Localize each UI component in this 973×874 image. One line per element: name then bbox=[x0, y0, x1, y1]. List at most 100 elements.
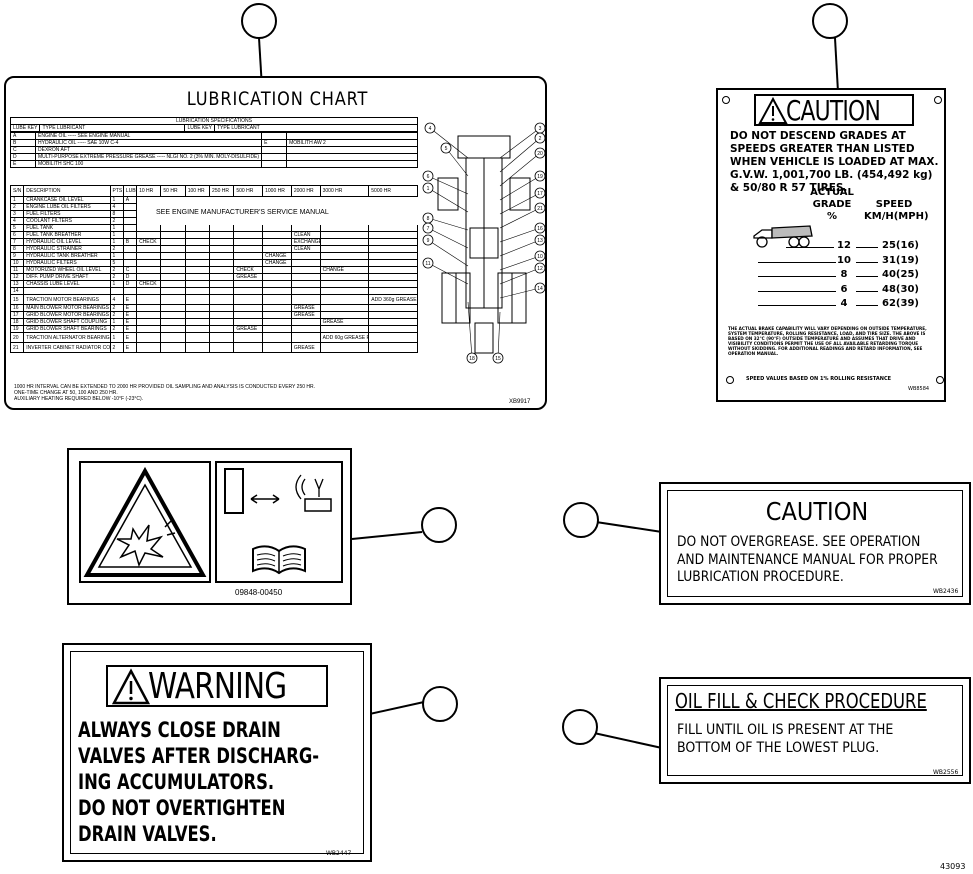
schedule-cell bbox=[262, 273, 292, 281]
spec-cell bbox=[286, 153, 418, 161]
schedule-cell bbox=[262, 294, 292, 305]
schedule-cell bbox=[122, 245, 138, 253]
schedule-cell bbox=[290, 287, 321, 295]
schedule-cell bbox=[136, 332, 162, 343]
schedule-cell: CRANKCASE OIL LEVEL bbox=[23, 196, 111, 204]
spec-cell bbox=[261, 146, 288, 154]
schedule-cell bbox=[136, 311, 162, 319]
schedule-cell: 5 bbox=[109, 259, 124, 267]
schedule-cell: 19 bbox=[9, 325, 25, 333]
schedule-cell bbox=[209, 259, 235, 267]
diagram-callout-label: 15 bbox=[495, 356, 501, 362]
schedule-cell bbox=[209, 318, 235, 326]
schedule-cell bbox=[160, 259, 186, 267]
diagram-leader bbox=[499, 255, 541, 271]
diagram-leader bbox=[499, 207, 541, 229]
diagram-callout-label: 4 bbox=[429, 126, 432, 132]
body-line: DO NOT OVERGREASE. SEE OPERATION bbox=[677, 534, 921, 550]
speed-value: 62(39) bbox=[882, 298, 919, 309]
spec-cell: A bbox=[10, 132, 36, 140]
speed-value: 48(30) bbox=[882, 283, 919, 295]
diagram-leader bbox=[499, 152, 541, 187]
schedule-cell: E bbox=[122, 332, 138, 343]
schedule-cell: 2 bbox=[109, 342, 124, 353]
schedule-cell: 14 bbox=[9, 287, 25, 295]
schedule-cell: E bbox=[122, 311, 138, 319]
callout-caution-grease bbox=[563, 502, 599, 538]
diagram-callout-label: 7 bbox=[427, 226, 430, 232]
schedule-cell bbox=[233, 342, 264, 353]
schedule-cell: CHECK bbox=[136, 238, 162, 246]
diagram-callout bbox=[440, 142, 452, 154]
schedule-cell bbox=[290, 217, 321, 225]
schedule-cell bbox=[290, 259, 321, 267]
diagram-leader bbox=[427, 262, 469, 285]
schedule-cell: 2 bbox=[109, 325, 124, 333]
schedule-cell: 16 bbox=[9, 304, 25, 312]
lubrication-chart-decal: LUBRICATION CHART LUBRICATION SPECIFICAT… bbox=[4, 76, 547, 410]
inner-border bbox=[667, 685, 963, 776]
schedule-cell bbox=[209, 311, 235, 319]
schedule-header: 100 HR bbox=[184, 185, 211, 197]
diagram-leader bbox=[427, 217, 469, 231]
schedule-cell bbox=[368, 224, 418, 232]
schedule-cell bbox=[319, 311, 370, 319]
schedule-cell: MAIN BLOWER MOTOR BEARINGS bbox=[23, 304, 111, 312]
schedule-cell: INVERTER CABINET RADIATOR COOLING PUMP bbox=[23, 342, 111, 353]
schedule-header: 50 HR bbox=[160, 185, 186, 197]
schedule-cell bbox=[319, 252, 370, 260]
schedule-cell bbox=[184, 259, 211, 267]
spec-header: TYPE LUBRICANT bbox=[39, 124, 186, 132]
diagram-leader bbox=[499, 267, 541, 285]
schedule-cell: 8 bbox=[9, 245, 25, 253]
schedule-cell bbox=[122, 217, 138, 225]
schedule-cell bbox=[319, 259, 370, 267]
schedule-header: PTS bbox=[109, 185, 124, 197]
caution-grease-body: DO NOT OVERGREASE. SEE OPERATION AND MAI… bbox=[677, 534, 967, 587]
schedule-cell bbox=[136, 342, 162, 353]
schedule-cell bbox=[160, 294, 186, 305]
schedule-cell: ADD 60g GREASE PER BEARING bbox=[319, 332, 370, 343]
diagram-callout-label: 21 bbox=[537, 206, 543, 212]
schedule-cell bbox=[23, 287, 111, 295]
warning-triangle-small-icon bbox=[111, 668, 151, 705]
schedule-cell: D bbox=[122, 273, 138, 281]
schedule-cell: CHANGE bbox=[262, 259, 292, 267]
oil-fill-decal: OIL FILL & CHECK PROCEDURE FILL UNTIL OI… bbox=[659, 677, 971, 784]
grade-value: 10 bbox=[837, 254, 851, 266]
diagram-callout bbox=[422, 182, 434, 194]
warning-drain-part-no: WB2447 bbox=[326, 850, 352, 857]
spec-cell bbox=[286, 146, 418, 154]
schedule-cell bbox=[160, 217, 186, 225]
warning-title: WARNING bbox=[148, 666, 287, 707]
diagram-callout bbox=[534, 250, 546, 262]
schedule-cell bbox=[160, 318, 186, 326]
schedule-cell: 9 bbox=[9, 252, 25, 260]
callout-oil-fill bbox=[562, 709, 598, 745]
schedule-cell bbox=[233, 238, 264, 246]
diagram-callout-label: 12 bbox=[537, 266, 543, 272]
haul-truck-icon bbox=[753, 225, 813, 248]
schedule-cell bbox=[262, 224, 292, 232]
diagram-callout-label: 13 bbox=[537, 238, 543, 244]
diagram-callout bbox=[466, 352, 478, 364]
schedule-cell bbox=[160, 342, 186, 353]
schedule-cell bbox=[184, 252, 211, 260]
schedule-cell bbox=[262, 287, 292, 295]
spec-cell: MOBILITH SHC 100 bbox=[34, 160, 263, 168]
schedule-cell: GREASE bbox=[290, 342, 321, 353]
schedule-cell: 2 bbox=[109, 266, 124, 274]
schedule-cell: 7 bbox=[9, 238, 25, 246]
schedule-cell bbox=[209, 325, 235, 333]
spec-cell: MOBILITH AW 2 bbox=[286, 139, 418, 147]
spec-header: LUBE KEY bbox=[9, 124, 41, 132]
schedule-cell bbox=[319, 196, 370, 204]
body-line: LUBRICATION PROCEDURE. bbox=[677, 569, 844, 585]
